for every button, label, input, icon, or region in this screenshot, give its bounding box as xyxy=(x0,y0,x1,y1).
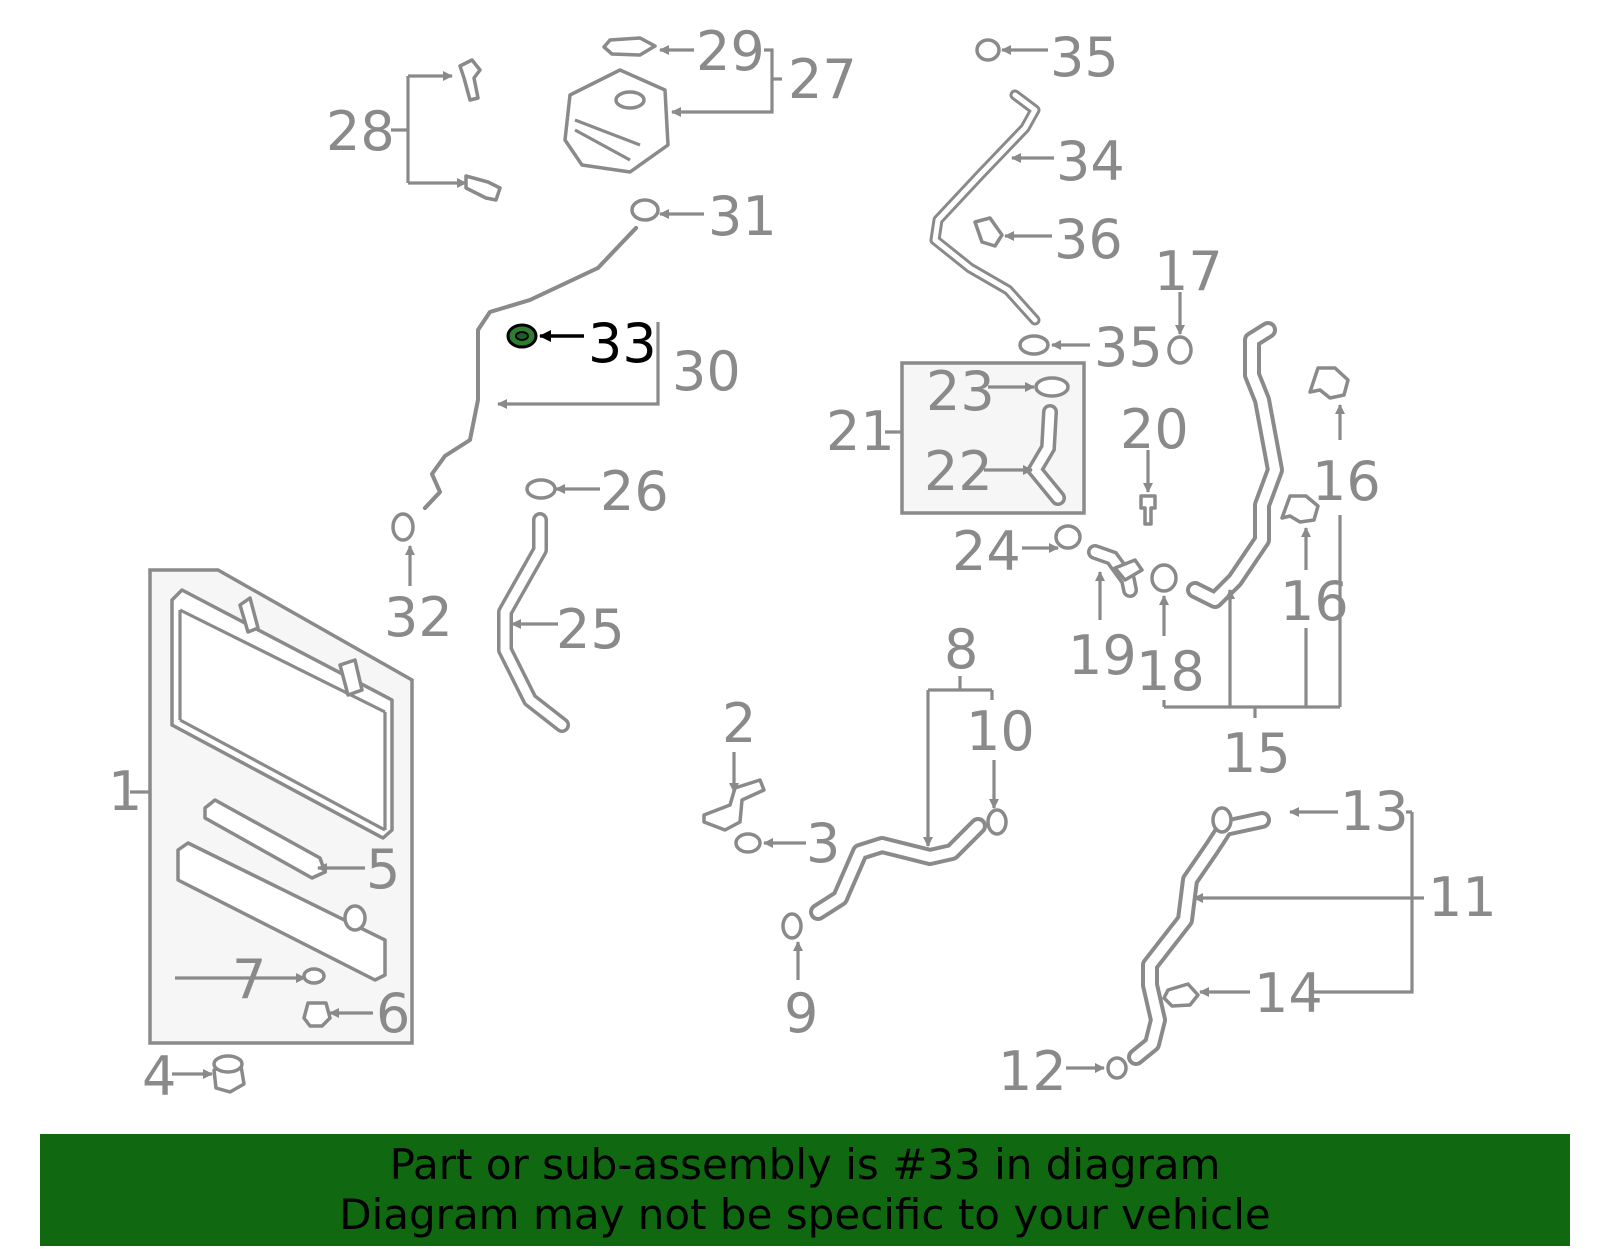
info-banner: Part or sub-assembly is #33 in diagram D… xyxy=(40,1134,1570,1246)
callout-14[interactable]: 14 xyxy=(1254,962,1323,1025)
callout-10[interactable]: 10 xyxy=(966,700,1035,763)
callout-16a[interactable]: 16 xyxy=(1312,450,1381,513)
callout-4[interactable]: 4 xyxy=(142,1045,176,1108)
callout-33-highlighted[interactable]: 33 xyxy=(588,312,657,375)
banner-line-2: Diagram may not be specific to your vehi… xyxy=(339,1190,1271,1239)
overflow-hose-group xyxy=(929,38,1090,356)
callout-9[interactable]: 9 xyxy=(784,982,818,1045)
callout-36[interactable]: 36 xyxy=(1054,208,1123,271)
callout-21[interactable]: 21 xyxy=(826,400,895,463)
callout-11[interactable]: 11 xyxy=(1428,866,1497,929)
upper-hose-group xyxy=(391,198,704,586)
reservoir-group xyxy=(391,36,782,202)
center-hose-group xyxy=(702,676,1008,980)
callout-17[interactable]: 17 xyxy=(1154,240,1223,303)
callout-24[interactable]: 24 xyxy=(952,520,1021,583)
callout-3[interactable]: 3 xyxy=(806,812,840,875)
callout-19[interactable]: 19 xyxy=(1068,624,1137,687)
callout-31[interactable]: 31 xyxy=(708,185,777,248)
callout-7[interactable]: 7 xyxy=(232,948,266,1011)
callout-30[interactable]: 30 xyxy=(672,340,741,403)
callout-25[interactable]: 25 xyxy=(556,598,625,661)
callout-2[interactable]: 2 xyxy=(722,692,756,755)
callout-32[interactable]: 32 xyxy=(384,586,453,649)
callout-15[interactable]: 15 xyxy=(1222,722,1291,785)
callout-28[interactable]: 28 xyxy=(326,100,395,163)
callout-12[interactable]: 12 xyxy=(998,1040,1067,1103)
callout-5[interactable]: 5 xyxy=(366,838,400,901)
callout-22[interactable]: 22 xyxy=(924,440,993,503)
radiator-group xyxy=(130,568,414,1094)
callout-29[interactable]: 29 xyxy=(696,20,765,83)
callout-34[interactable]: 34 xyxy=(1056,130,1125,193)
callout-6[interactable]: 6 xyxy=(376,982,410,1045)
callout-1[interactable]: 1 xyxy=(108,760,142,823)
callout-labels: 1 2 3 4 5 6 7 8 9 10 11 12 13 14 15 16 1… xyxy=(108,20,1497,1108)
callout-18[interactable]: 18 xyxy=(1136,640,1205,703)
lower-hose-group xyxy=(1066,806,1424,1080)
banner-line-1: Part or sub-assembly is #33 in diagram xyxy=(389,1140,1221,1189)
callout-27[interactable]: 27 xyxy=(788,48,857,111)
callout-35b[interactable]: 35 xyxy=(1094,316,1163,379)
callout-35a[interactable]: 35 xyxy=(1050,26,1119,89)
callout-13[interactable]: 13 xyxy=(1340,780,1409,843)
part-33-highlight[interactable] xyxy=(506,323,538,349)
hose-25-group xyxy=(497,478,600,733)
callout-26[interactable]: 26 xyxy=(600,460,669,523)
box-21-group xyxy=(885,361,1086,515)
heater-hose-group xyxy=(1022,292,1350,718)
callout-16b[interactable]: 16 xyxy=(1280,570,1349,633)
callout-20[interactable]: 20 xyxy=(1120,398,1189,461)
callout-23[interactable]: 23 xyxy=(926,360,995,423)
callout-8[interactable]: 8 xyxy=(944,618,978,681)
